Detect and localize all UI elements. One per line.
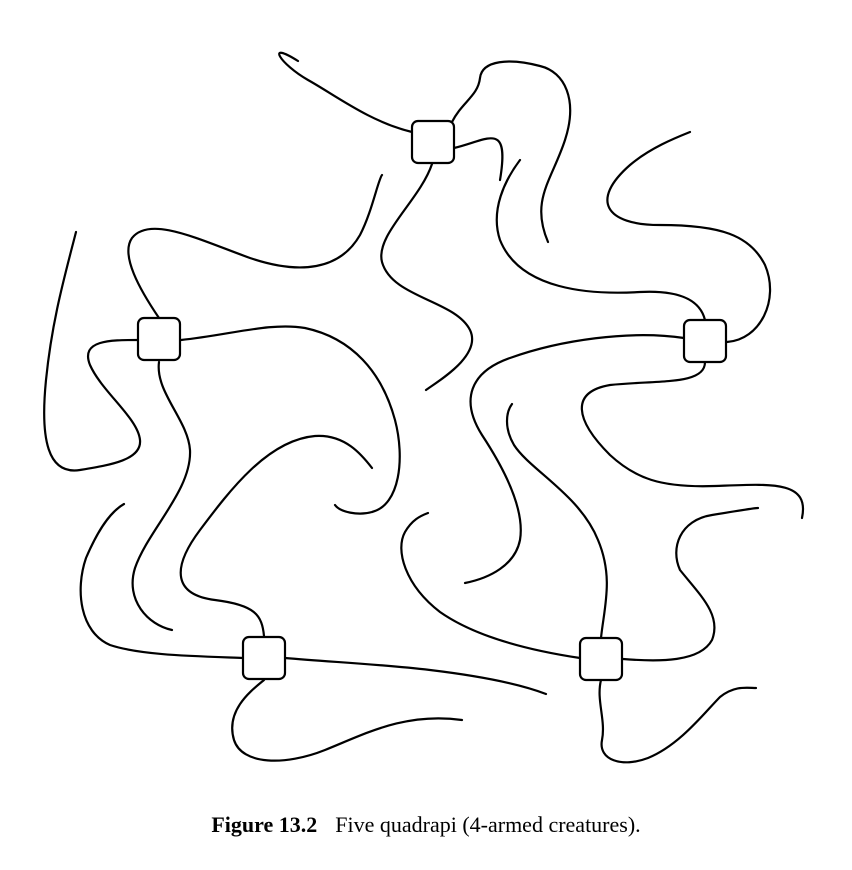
quadrapus-bottom-right-arm-up <box>505 402 608 640</box>
quadrapus-left-arm-left <box>43 230 142 472</box>
quadrapus-bottom-right-body <box>578 636 624 682</box>
quadrapus-left-arm-right <box>179 325 401 515</box>
quadrapus-left-body <box>136 316 182 362</box>
quadrapus-bottom-left-arm-down <box>231 678 464 762</box>
quadrapus-top-arm-left <box>278 51 414 134</box>
quadrapus-bottom-right <box>400 402 760 764</box>
quadrapus-left-arm-up <box>127 173 384 320</box>
quadrapus-top-arm-up <box>450 60 572 244</box>
figure-caption: Figure 13.2 Five quadrapi (4-armed creatu… <box>0 812 852 838</box>
figure-number: Figure 13.2 <box>211 812 318 837</box>
quadrapus-right <box>463 130 805 585</box>
quadrapus-top-arm-down <box>380 162 474 392</box>
quadrapus-right-arm-down <box>580 360 805 520</box>
quadrapus-bottom-left-arm-up <box>179 434 374 638</box>
quadrapus-right-arm-left <box>463 334 686 585</box>
quadrapus-bottom-left-arm-left <box>79 502 245 660</box>
quadrapi-diagram <box>43 51 805 764</box>
quadrapus-top <box>278 51 572 392</box>
quadrapus-right-arm-up <box>495 158 707 322</box>
quadrapus-right-body <box>682 318 728 364</box>
quadrapus-bottom-left-body <box>241 635 287 681</box>
quadrapus-bottom-right-arm-right <box>621 506 760 662</box>
quadrapus-right-arm-right <box>606 130 772 344</box>
quadrapus-top-body <box>410 119 456 165</box>
quadrapus-bottom-left <box>79 434 548 762</box>
quadrapus-bottom-right-arm-left <box>400 511 582 660</box>
quadrapus-top-arm-right <box>452 137 504 182</box>
quadrapus-bottom-left-arm-right <box>283 656 548 696</box>
quadrapus-left <box>43 173 401 632</box>
caption-text: Five quadrapi (4-armed creatures). <box>335 812 641 837</box>
quadrapus-left-arm-down <box>131 360 192 632</box>
quadrapus-bottom-right-arm-down <box>598 678 758 764</box>
